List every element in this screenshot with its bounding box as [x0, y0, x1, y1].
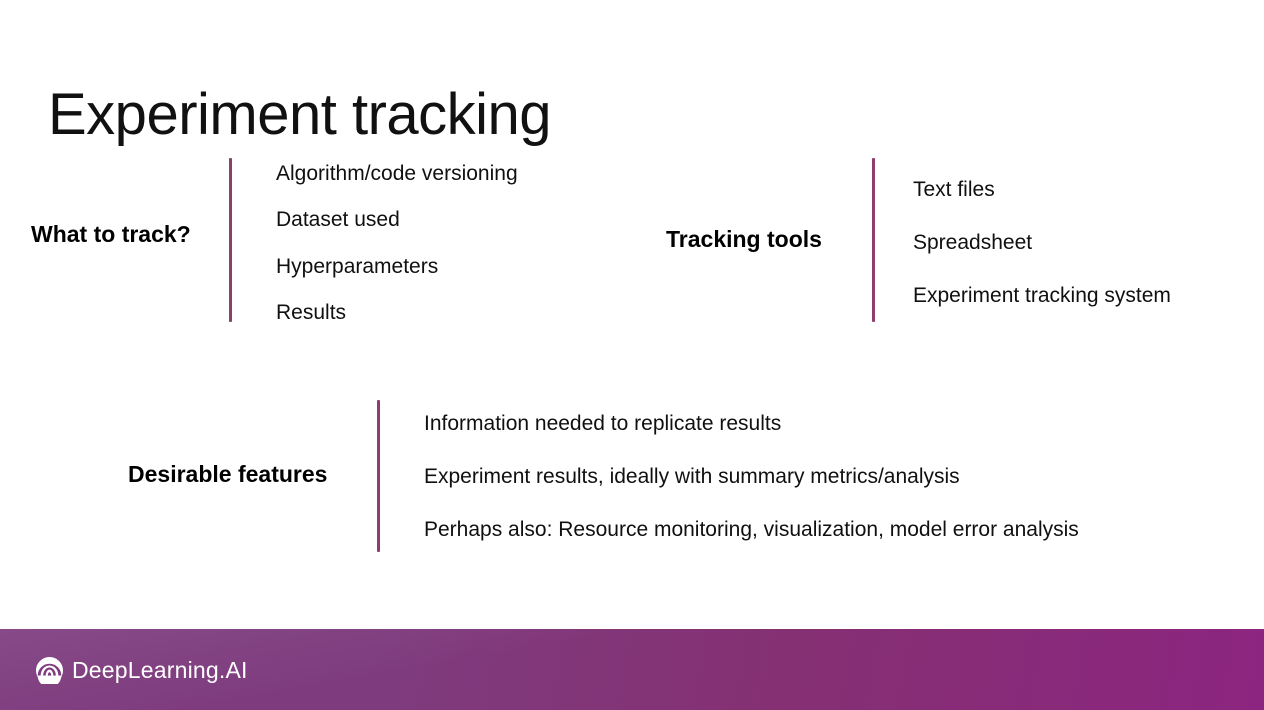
section-divider-tracking-tools: [872, 158, 875, 322]
section-heading-what-to-track: What to track?: [31, 221, 191, 247]
list-item: Perhaps also: Resource monitoring, visua…: [424, 518, 1079, 541]
list-item: Spreadsheet: [913, 231, 1033, 254]
section-divider-desirable-features: [377, 400, 380, 552]
item-list-tracking-tools: Text files Spreadsheet Experiment tracki…: [913, 179, 1171, 338]
section-heading-tracking-tools: Tracking tools: [666, 226, 822, 252]
item-list-desirable-features: Information needed to replicate results …: [424, 413, 1079, 572]
page-title: Experiment tracking: [48, 81, 552, 147]
deeplearning-spiral-icon: [36, 657, 63, 684]
list-item: Hyperparameters: [276, 254, 439, 278]
list-item: Results: [276, 301, 347, 325]
brand-name: DeepLearning.AI: [72, 657, 248, 683]
list-item: Algorithm/code versioning: [276, 162, 518, 185]
list-item: Information needed to replicate results: [424, 412, 782, 435]
list-item: Experiment results, ideally with summary…: [424, 465, 960, 488]
list-item: Experiment tracking system: [913, 284, 1171, 307]
item-list-what-to-track: Algorithm/code versioning Dataset used H…: [276, 163, 518, 349]
list-item: Text files: [913, 178, 995, 201]
section-heading-desirable-features: Desirable features: [128, 461, 328, 487]
footer-band: [0, 629, 1264, 710]
list-item: Dataset used: [276, 208, 400, 232]
brand-logo: DeepLearning.AI: [36, 657, 248, 684]
section-divider-what-to-track: [229, 158, 232, 322]
